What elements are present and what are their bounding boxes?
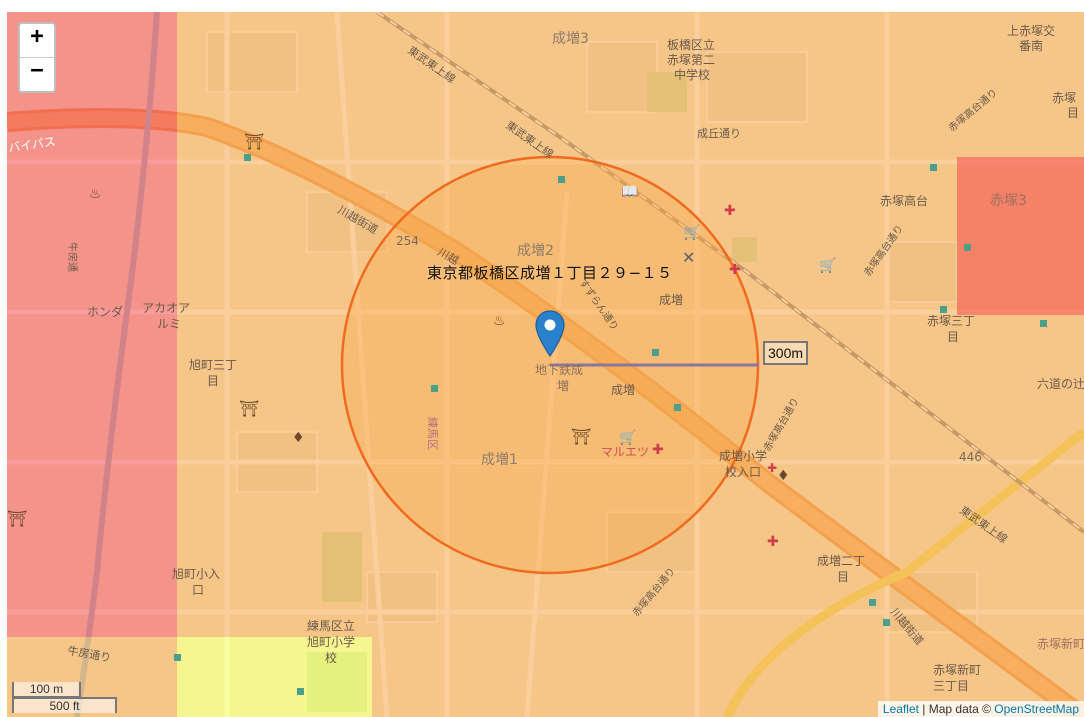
shrine-icon: ⛩ [7, 509, 27, 528]
label-akatsuka-shinmachi-2: 三丁目 [933, 679, 969, 693]
shop-icon: 🛒 [819, 257, 836, 274]
shrine-icon: ⛩ [239, 399, 259, 418]
shop-icon: 🛒 [683, 224, 700, 241]
radius-label: 300m [763, 341, 809, 365]
hospital-icon: ✚ [767, 534, 779, 550]
label-itabashi-school-3: 中学校 [674, 67, 710, 82]
label-asahicho-iriguchi-1: 旭町小入 [172, 567, 220, 581]
label-akatsuka-ne-2: 目 [1067, 106, 1079, 120]
library-icon: 📖 [621, 184, 638, 200]
label-narimasu3: 成増3 [552, 31, 589, 47]
leaflet-link[interactable]: Leaflet [882, 702, 919, 716]
label-narimasu2: 成増2 [517, 243, 554, 259]
label-akatsuka-3chome-2: 目 [947, 330, 959, 344]
scale-imperial: 500 ft [12, 697, 117, 713]
label-narimasu-area: 成増 [611, 383, 635, 397]
map-tiles[interactable]: 成増3 板橋区立 赤塚第二 中学校 上赤塚交 番南 赤塚 目 東武東上線 東武東… [7, 12, 1084, 717]
label-asahicho-iriguchi-2: 口 [192, 583, 204, 597]
map-container[interactable]: 成増3 板橋区立 赤塚第二 中学校 上赤塚交 番南 赤塚 目 東武東上線 東武東… [7, 12, 1084, 717]
label-narimasu2chome-1: 成増二丁 [817, 554, 865, 568]
hospital-icon: ✚ [767, 461, 777, 475]
hospital-icon: ✚ [724, 203, 736, 219]
label-maruetsu: マルエツ [601, 445, 649, 459]
osm-link[interactable]: OpenStreetMap [994, 702, 1079, 716]
label-route254: 254 [396, 234, 419, 248]
label-narimasu-station: 成増 [659, 293, 683, 307]
label-chikatetsu-1: 地下鉄成 [535, 362, 583, 377]
label-route446: 446 [959, 450, 982, 464]
zoom-out-button[interactable]: − [20, 57, 54, 91]
label-akatsuka-3: 赤塚3 [990, 193, 1027, 209]
shop-icon: 🛒 [619, 429, 636, 446]
label-nerima-school-3: 校 [325, 650, 337, 665]
hospital-icon: ✚ [729, 262, 741, 278]
label-nerima-school-2: 旭町小学 [307, 634, 355, 649]
label-nerima-ku: 練馬区 [426, 417, 440, 450]
police-icon: ♦ [777, 468, 790, 484]
close-icon[interactable]: ✕ [682, 248, 696, 267]
label-honda: ホンダ [87, 304, 123, 319]
label-akatsuka-3chome-1: 赤塚三丁 [927, 314, 975, 328]
fire-icon: ♨ [493, 313, 506, 329]
label-itabashi-school-1: 板橋区立 [667, 37, 715, 52]
label-narimasu-school-2: 校入口 [725, 464, 761, 479]
label-narimasu-school-1: 成増小学 [719, 448, 767, 463]
label-seikyu-dori: 成丘通り [697, 127, 741, 140]
label-kamiakatsuka-1: 上赤塚交 [1007, 23, 1055, 38]
label-ushibori-dori-1: 牛房通 [66, 242, 79, 272]
address-label: 東京都板橋区成増１丁目２９−１５ [427, 264, 673, 282]
zoom-control: + − [18, 22, 56, 93]
label-akatsuka-shinmachi-1: 赤塚新町 [933, 662, 981, 677]
attribution: Leaflet | Map data © OpenStreetMap [877, 701, 1084, 717]
label-asahicho3-2: 目 [207, 374, 219, 388]
label-narimasu1: 成増1 [481, 452, 518, 468]
fire-icon: ♨ [89, 186, 102, 202]
label-asahicho3-1: 旭町三丁 [189, 358, 237, 372]
shrine-icon: ⛩ [244, 132, 264, 151]
shrine-icon: ⛩ [571, 427, 591, 446]
label-kamiakatsuka-2: 番南 [1019, 38, 1043, 53]
zoom-in-button[interactable]: + [30, 24, 44, 49]
scale-bar: 100 m 500 ft [12, 682, 117, 713]
label-rokudo: 六道の辻 [1037, 377, 1084, 391]
label-bypass: バイパス [7, 134, 56, 155]
map-pin-icon[interactable] [535, 310, 565, 358]
label-akatsuka-shinmachi-3: 赤塚新町 [1037, 636, 1084, 651]
police-icon: ♦ [292, 430, 305, 446]
label-akaoa-2: ルミ [157, 317, 181, 331]
label-narimasu2chome-2: 目 [837, 570, 849, 584]
label-itabashi-school-2: 赤塚第二 [667, 53, 715, 67]
label-akaoa-1: アカオア [142, 301, 190, 315]
scale-metric: 100 m [12, 682, 81, 698]
label-akatsuka-takadai: 赤塚高台 [880, 193, 928, 208]
label-nerima-school-1: 練馬区立 [307, 618, 355, 633]
attribution-text: | Map data © [918, 702, 995, 716]
label-akatsuka-ne-1: 赤塚 [1052, 91, 1076, 105]
label-chikatetsu-2: 増 [557, 379, 569, 393]
hospital-icon: ✚ [652, 442, 664, 458]
